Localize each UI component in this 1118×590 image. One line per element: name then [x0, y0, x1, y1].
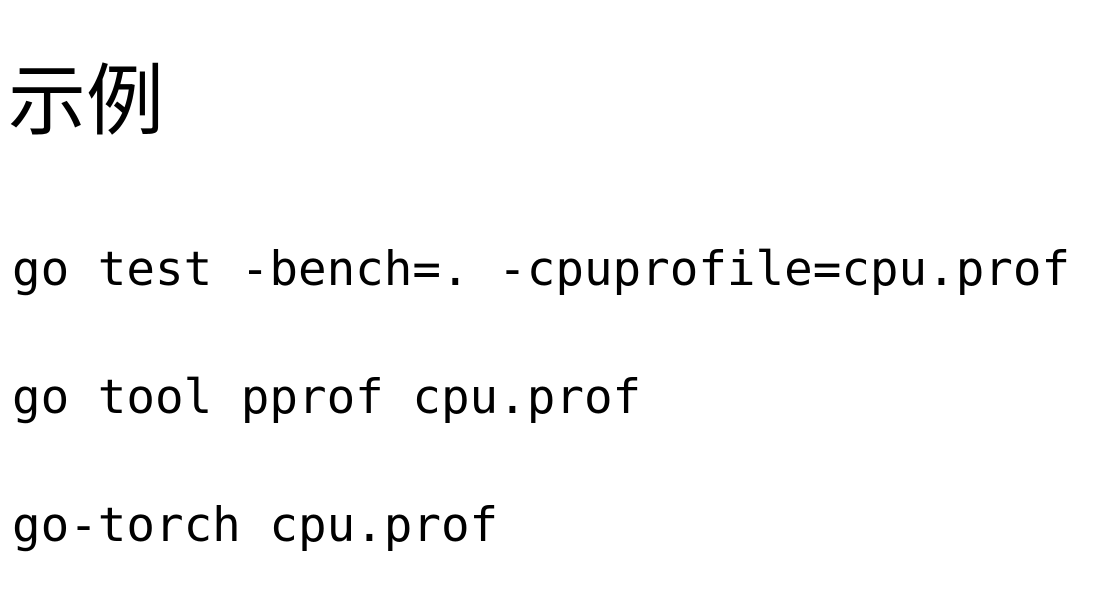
- code-line: go test -bench=. -cpuprofile=cpu.prof: [12, 242, 1071, 297]
- code-line: go tool pprof cpu.prof: [12, 370, 642, 425]
- code-block: go test -bench=. -cpuprofile=cpu.prof go…: [12, 206, 1112, 590]
- document-page: 示例 go test -bench=. -cpuprofile=cpu.prof…: [8, 57, 1071, 553]
- page-heading: 示例: [8, 57, 165, 148]
- code-line: go-torch cpu.prof: [12, 498, 499, 553]
